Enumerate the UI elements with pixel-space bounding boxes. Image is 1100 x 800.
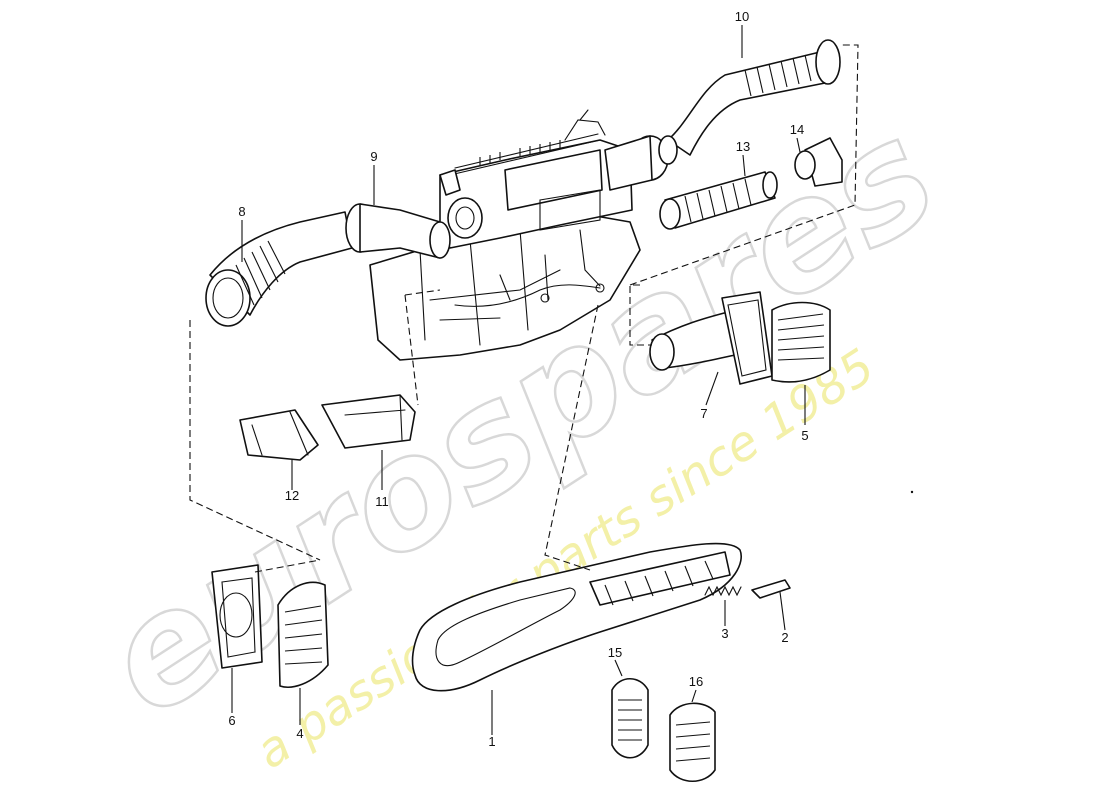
vent-grille-5 — [771, 301, 831, 383]
callout-3: 3 — [721, 626, 728, 641]
hose-10 — [658, 39, 841, 165]
callout-7: 7 — [700, 406, 707, 421]
callout-8: 8 — [238, 204, 245, 219]
callout-1: 1 — [488, 734, 495, 749]
flap-12 — [239, 409, 319, 461]
vent-assembly-6 — [211, 564, 263, 669]
sleeve-14 — [794, 137, 843, 187]
callout-9: 9 — [370, 149, 377, 164]
stray-dot — [910, 490, 914, 494]
callout-13: 13 — [736, 139, 750, 154]
callout-6: 6 — [228, 713, 235, 728]
callout-11: 11 — [375, 494, 389, 509]
pin-2 — [751, 579, 791, 599]
duct-9 — [345, 203, 451, 259]
assembly-lines — [189, 44, 859, 573]
callout-2: 2 — [781, 630, 788, 645]
hose-8 — [205, 211, 353, 327]
hose-13 — [659, 171, 778, 230]
vent-assembly-7 — [649, 291, 773, 385]
dash-vent-1 — [411, 542, 742, 692]
spring-3 — [704, 585, 742, 597]
callout-10: 10 — [735, 9, 749, 24]
cover-16 — [669, 702, 716, 783]
vent-grille-4 — [277, 581, 329, 688]
callout-4: 4 — [296, 726, 303, 741]
callout-15: 15 — [608, 645, 622, 660]
cover-15 — [611, 677, 649, 759]
callout-5: 5 — [801, 428, 808, 443]
callout-12: 12 — [285, 488, 299, 503]
leader-lines — [231, 25, 806, 735]
callout-16: 16 — [689, 674, 703, 689]
callout-numbers: 1 2 3 4 5 6 7 8 9 10 11 12 13 14 15 16 — [228, 9, 808, 749]
callout-14: 14 — [790, 122, 804, 137]
flap-11 — [321, 394, 416, 449]
